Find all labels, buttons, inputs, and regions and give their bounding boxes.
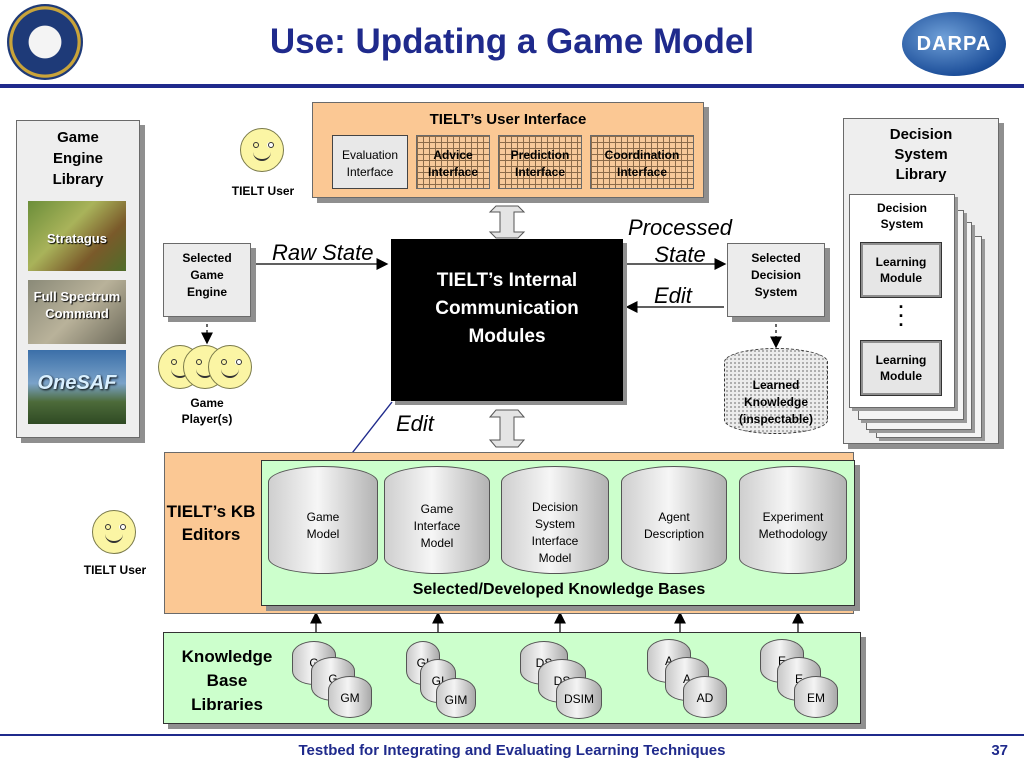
ui-title: TIELT’s User Interface [429, 111, 587, 128]
selected-decision-system: Selected Decision System [727, 243, 825, 317]
learning-module-top: Learning Module [860, 242, 942, 298]
kb-libraries-title: Knowledge Base Libraries [181, 647, 273, 714]
kb-game-model[interactable]: Game Model [268, 466, 378, 574]
page-title: Use: Updating a Game Model [269, 22, 755, 61]
footer-text: Testbed for Integrating and Evaluating L… [298, 742, 726, 759]
knowledge-base-libraries: Knowledge Base Libraries [163, 632, 861, 724]
darpa-logo: DARPA [902, 12, 1006, 76]
advice-interface[interactable]: Advice Interface [416, 135, 490, 189]
edit-left-label: Edit [396, 411, 434, 436]
module-ellipsis: ... [898, 292, 904, 330]
onesaf-thumbnail: OneSAF [28, 350, 126, 424]
kb-experiment-methodology[interactable]: Experiment Methodology [739, 466, 847, 574]
evaluation-interface[interactable]: Evaluation Interface [332, 135, 408, 189]
library-cylinder-dsim[interactable]: DSIM [556, 677, 602, 719]
learning-module-bottom: Learning Module [860, 340, 942, 396]
ui-core-double-arrow [488, 205, 526, 239]
kb-decision-system-interface-model[interactable]: Decision System Interface Model [501, 466, 609, 574]
kb-game-interface-model[interactable]: Game Interface Model [384, 466, 490, 574]
kb-title: Selected/Developed Knowledge Bases [412, 581, 706, 598]
tielt-user-top-smiley-icon [240, 128, 284, 172]
game-engine-library-title: Game Engine Library [52, 129, 104, 188]
kb-editors-label: TIELT’s KB Editors [166, 502, 256, 544]
prediction-interface[interactable]: Prediction Interface [498, 135, 582, 189]
tielt-user-bottom-label: TIELT User [83, 563, 147, 577]
tielt-user-bottom-smiley-icon [92, 510, 136, 554]
game-players-label: Game Player(s) [181, 396, 233, 426]
library-cylinder-ad[interactable]: AD [683, 676, 727, 718]
library-cylinder-em[interactable]: EM [794, 676, 838, 718]
decision-system-library-title: Decision System Library [889, 126, 953, 183]
edit-right-label: Edit [654, 283, 692, 308]
footer-divider [0, 734, 1024, 736]
full-spectrum-command-thumbnail: Full Spectrum Command [28, 280, 126, 344]
stratagus-thumbnail: Stratagus [28, 201, 126, 271]
kb-agent-description[interactable]: Agent Description [621, 466, 727, 574]
library-cylinder-gm[interactable]: GM [328, 676, 372, 718]
learned-knowledge-store: Learned Knowledge (inspectable) [724, 348, 828, 434]
page-number: 37 [991, 742, 1008, 759]
raw-state-label: Raw State [272, 240, 374, 265]
coordination-interface[interactable]: Coordination Interface [590, 135, 694, 189]
navy-research-seal-logo [7, 4, 83, 80]
game-player-smiley-icon [208, 345, 252, 389]
core-kb-double-arrow [488, 409, 526, 448]
title-divider [0, 84, 1024, 88]
internal-communication-modules: TIELT’s Internal Communication Modules [391, 239, 623, 401]
processed-state-label: Processed State [628, 215, 732, 267]
tielt-user-top-label: TIELT User [231, 184, 295, 198]
selected-game-engine: Selected Game Engine [163, 243, 251, 317]
library-cylinder-gim[interactable]: GIM [436, 678, 476, 718]
